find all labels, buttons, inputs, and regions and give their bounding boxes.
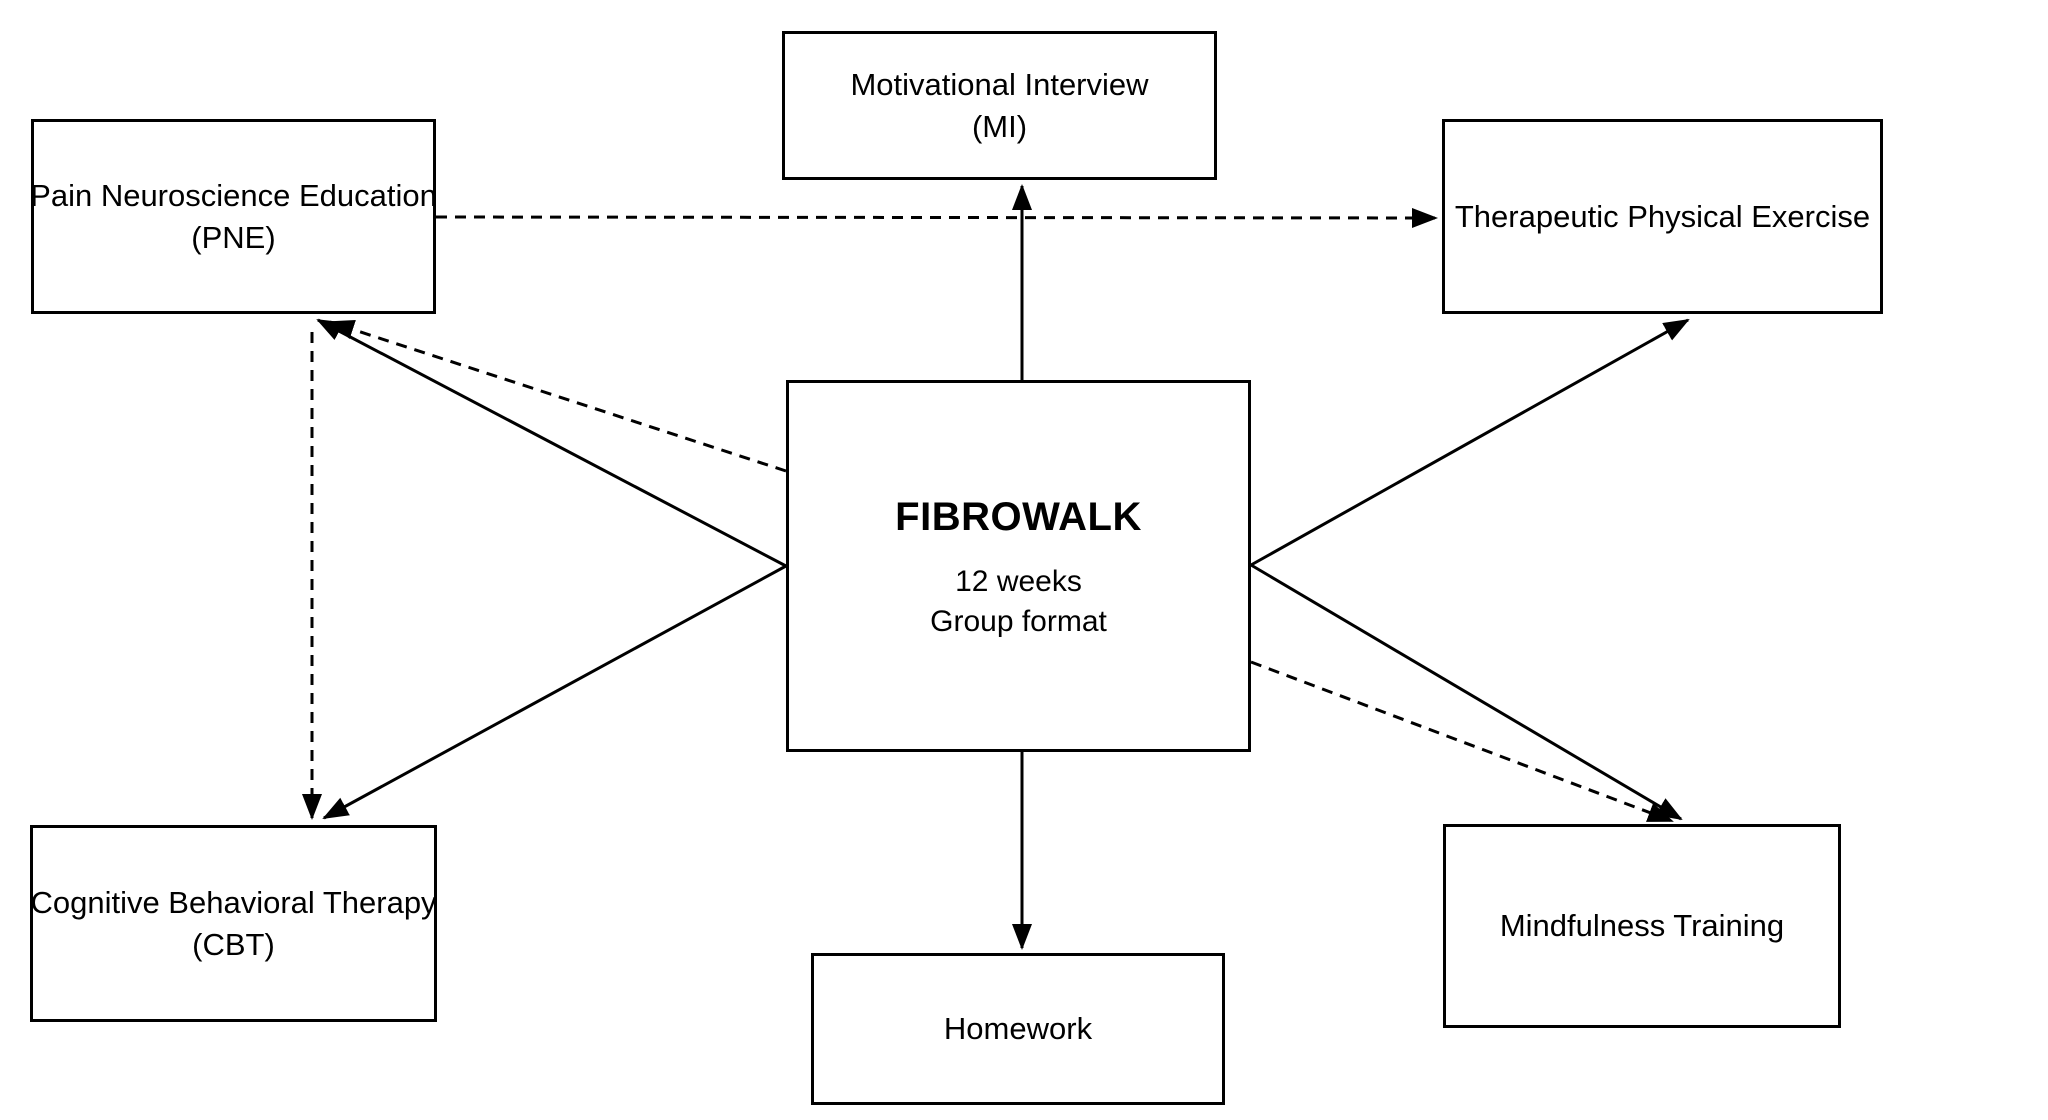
edge-fibrowalk-to-mindfulness-solid bbox=[1250, 563, 1683, 821]
node-homework: Homework bbox=[811, 953, 1225, 1105]
fibrowalk-duration: 12 weeks bbox=[955, 564, 1082, 598]
edge-fibrowalk-to-pne-dashed bbox=[328, 319, 787, 473]
fibrowalk-format: Group format bbox=[930, 605, 1107, 638]
node-label: Motivational Interview bbox=[850, 66, 1149, 102]
fibrowalk-details: 12 weeks Group format bbox=[930, 562, 1107, 643]
node-label: Pain Neuroscience Education bbox=[30, 177, 437, 213]
node-label: Therapeutic Physical Exercise bbox=[1454, 198, 1871, 234]
edge-fibrowalk-to-mindfulness-dashed bbox=[1250, 660, 1674, 823]
fibrowalk-title: FIBROWALK bbox=[895, 494, 1142, 539]
edge-pne-to-tpe-dashed bbox=[435, 207, 1438, 228]
edge-fibrowalk-to-pne-solid bbox=[316, 318, 787, 568]
node-cognitive-behavioral-therapy: Cognitive Behavioral Therapy (CBT) bbox=[30, 825, 437, 1022]
node-therapeutic-physical-exercise: Therapeutic Physical Exercise bbox=[1442, 119, 1883, 314]
node-label-abbreviation: (PNE) bbox=[191, 219, 276, 255]
node-motivational-interview: Motivational Interview (MI) bbox=[782, 31, 1217, 180]
node-label: Mindfulness Training bbox=[1499, 908, 1785, 944]
node-mindfulness-training: Mindfulness Training bbox=[1443, 824, 1841, 1028]
node-label: Homework bbox=[943, 1011, 1093, 1047]
node-label: Cognitive Behavioral Therapy bbox=[30, 884, 437, 920]
node-pain-neuroscience-education: Pain Neuroscience Education (PNE) bbox=[30, 119, 437, 314]
edge-fibrowalk-to-tpe-solid bbox=[1250, 318, 1690, 567]
node-fibrowalk: FIBROWALK 12 weeks Group format bbox=[786, 380, 1251, 752]
edge-fibrowalk-to-cbt-solid bbox=[322, 564, 787, 820]
node-label-abbreviation: (CBT) bbox=[192, 926, 275, 962]
node-label-abbreviation: (MI) bbox=[971, 108, 1028, 144]
